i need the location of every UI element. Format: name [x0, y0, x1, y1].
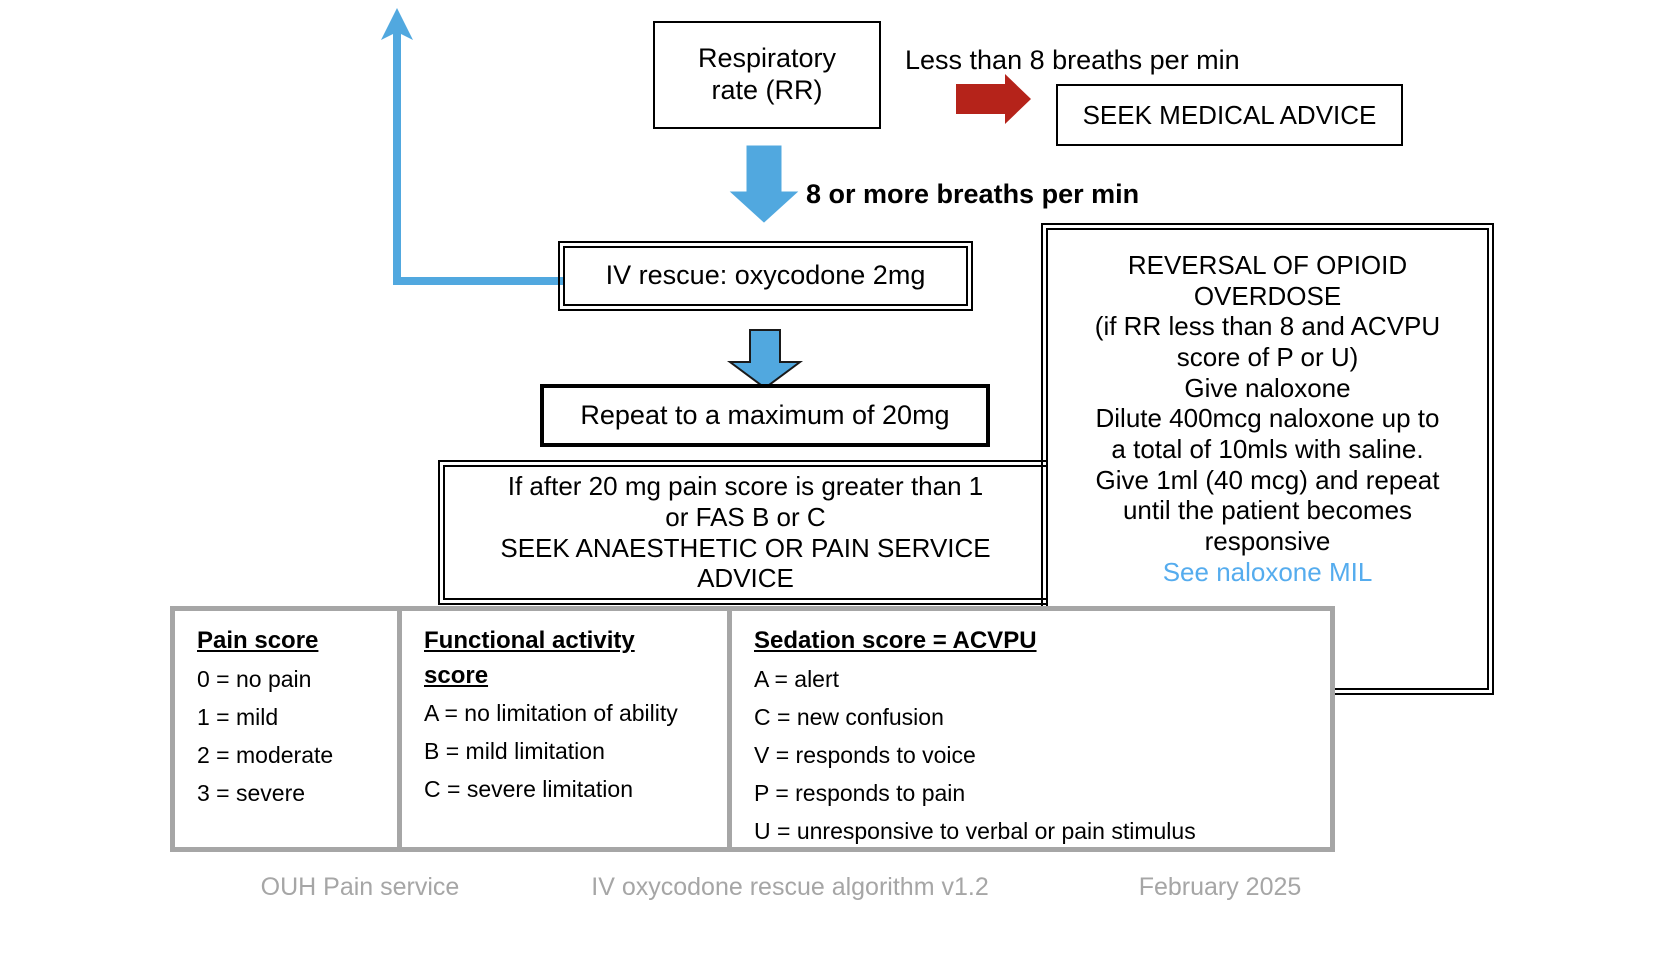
node-iv-rescue[interactable]: IV rescue: oxycodone 2mg: [558, 241, 973, 311]
score-column-pain: Pain score 0 = no pain 1 = mild 2 = mode…: [175, 611, 397, 847]
node-iv-rescue-text: IV rescue: oxycodone 2mg: [605, 260, 926, 291]
node-respiratory-rate-line2: rate (RR): [711, 75, 823, 105]
reversal-line5: Give naloxone: [1184, 372, 1351, 403]
footer-right: February 2025: [1138, 872, 1302, 901]
footer-middle: IV oxycodone rescue algorithm v1.2: [591, 872, 989, 901]
edge-label-less-than-8: Less than 8 breaths per min: [905, 45, 1240, 75]
functional-activity-item: A = no limitation of ability: [424, 700, 678, 727]
functional-activity-item: C = severe limitation: [424, 776, 633, 803]
node-respiratory-rate-line1: Respiratory: [697, 43, 837, 74]
reversal-line10: responsive: [1204, 526, 1331, 557]
node-respiratory-rate[interactable]: Respiratory rate (RR): [653, 21, 881, 129]
functional-activity-header-line1: Functional activity: [424, 627, 635, 654]
pain-score-item: 0 = no pain: [197, 665, 312, 692]
sedation-score-item: V = responds to voice: [754, 741, 976, 768]
pain-score-item: 1 = mild: [197, 703, 279, 730]
pain-score-item: 2 = moderate: [197, 741, 334, 768]
node-reversal-text: REVERSAL OF OPIOID OVERDOSE (if RR less …: [1048, 230, 1487, 587]
footer: OUH Pain service IV oxycodone rescue alg…: [170, 862, 1410, 912]
node-seek-medical-advice-text: SEEK MEDICAL ADVICE: [1082, 99, 1377, 130]
blue-down-block-arrow-small: [726, 329, 804, 390]
sedation-score-header: Sedation score = ACVPU: [754, 627, 1037, 654]
reversal-line8: Give 1ml (40 mcg) and repeat: [1095, 464, 1440, 495]
sedation-score-item: A = alert: [754, 665, 840, 692]
anaesthetic-line1: If after 20 mg pain score is greater tha…: [507, 471, 984, 502]
reversal-line9: until the patient becomes: [1122, 495, 1413, 526]
node-seek-anaesthetic-advice-text: If after 20 mg pain score is greater tha…: [445, 471, 1046, 594]
node-repeat-maximum[interactable]: Repeat to a maximum of 20mg: [540, 384, 990, 447]
reversal-line4: score of P or U): [1176, 342, 1359, 373]
score-column-sedation: Sedation score = ACVPU A = alert C = new…: [727, 611, 1330, 847]
pain-score-header: Pain score: [197, 627, 319, 654]
node-respiratory-rate-text: Respiratory rate (RR): [655, 43, 879, 107]
blue-down-block-arrow-large: [729, 145, 799, 223]
reversal-line2: OVERDOSE: [1193, 280, 1342, 311]
sedation-score-item: U = unresponsive to verbal or pain stimu…: [754, 817, 1196, 844]
reversal-line1: REVERSAL OF OPIOID: [1127, 250, 1408, 280]
anaesthetic-line2: or FAS B or C: [665, 501, 826, 532]
node-seek-anaesthetic-advice[interactable]: If after 20 mg pain score is greater tha…: [438, 460, 1053, 605]
edge-label-eight-or-more: 8 or more breaths per min: [806, 179, 1140, 209]
feedback-arrow-blue: [381, 8, 563, 285]
red-right-arrow: [956, 74, 1031, 124]
functional-activity-item: B = mild limitation: [424, 738, 605, 765]
score-reference-table: Pain score 0 = no pain 1 = mild 2 = mode…: [170, 606, 1335, 852]
anaesthetic-line3: SEEK ANAESTHETIC OR PAIN SERVICE ADVICE: [500, 532, 991, 594]
reversal-line3: (if RR less than 8 and ACVPU: [1094, 311, 1441, 342]
naloxone-mil-link[interactable]: See naloxone MIL: [1162, 556, 1373, 587]
footer-left: OUH Pain service: [260, 872, 460, 901]
sedation-score-item: C = new confusion: [754, 703, 944, 730]
pain-score-item: 3 = severe: [197, 779, 306, 806]
node-repeat-maximum-text: Repeat to a maximum of 20mg: [580, 399, 950, 430]
sedation-score-item: P = responds to pain: [754, 779, 966, 806]
score-column-functional-activity: Functional activity score A = no limitat…: [397, 611, 727, 847]
reversal-line7: a total of 10mls with saline.: [1111, 434, 1424, 465]
node-seek-medical-advice[interactable]: SEEK MEDICAL ADVICE: [1056, 84, 1403, 146]
reversal-line6: Dilute 400mcg naloxone up to: [1095, 403, 1440, 434]
functional-activity-header-line2: score: [424, 661, 489, 689]
